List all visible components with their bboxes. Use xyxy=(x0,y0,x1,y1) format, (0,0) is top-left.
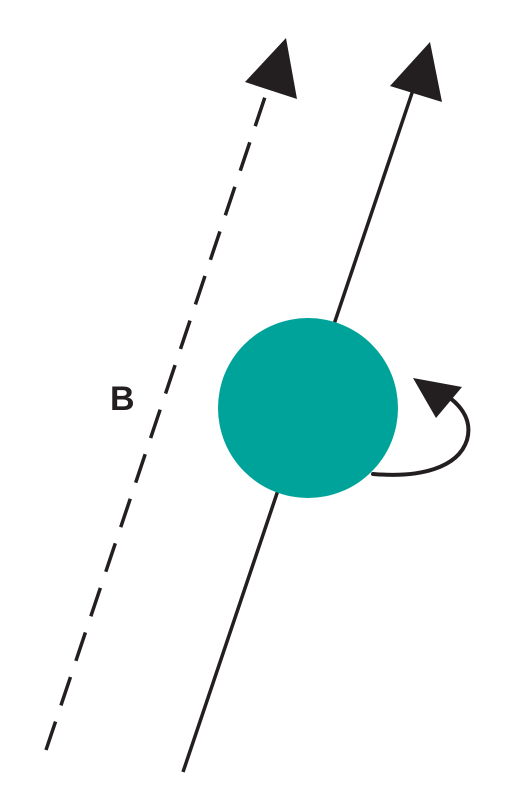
curved-arrow-icon xyxy=(413,378,462,418)
magnetic-field-arrow xyxy=(44,38,297,751)
field-dashed-line xyxy=(44,87,270,751)
dashed-arrow-icon xyxy=(245,38,297,99)
arrow-up-icon xyxy=(390,42,442,102)
field-label-b: B xyxy=(110,380,135,418)
particle-circle xyxy=(218,318,398,498)
rotation-arc xyxy=(371,396,471,477)
rotation-arrow xyxy=(371,378,471,477)
